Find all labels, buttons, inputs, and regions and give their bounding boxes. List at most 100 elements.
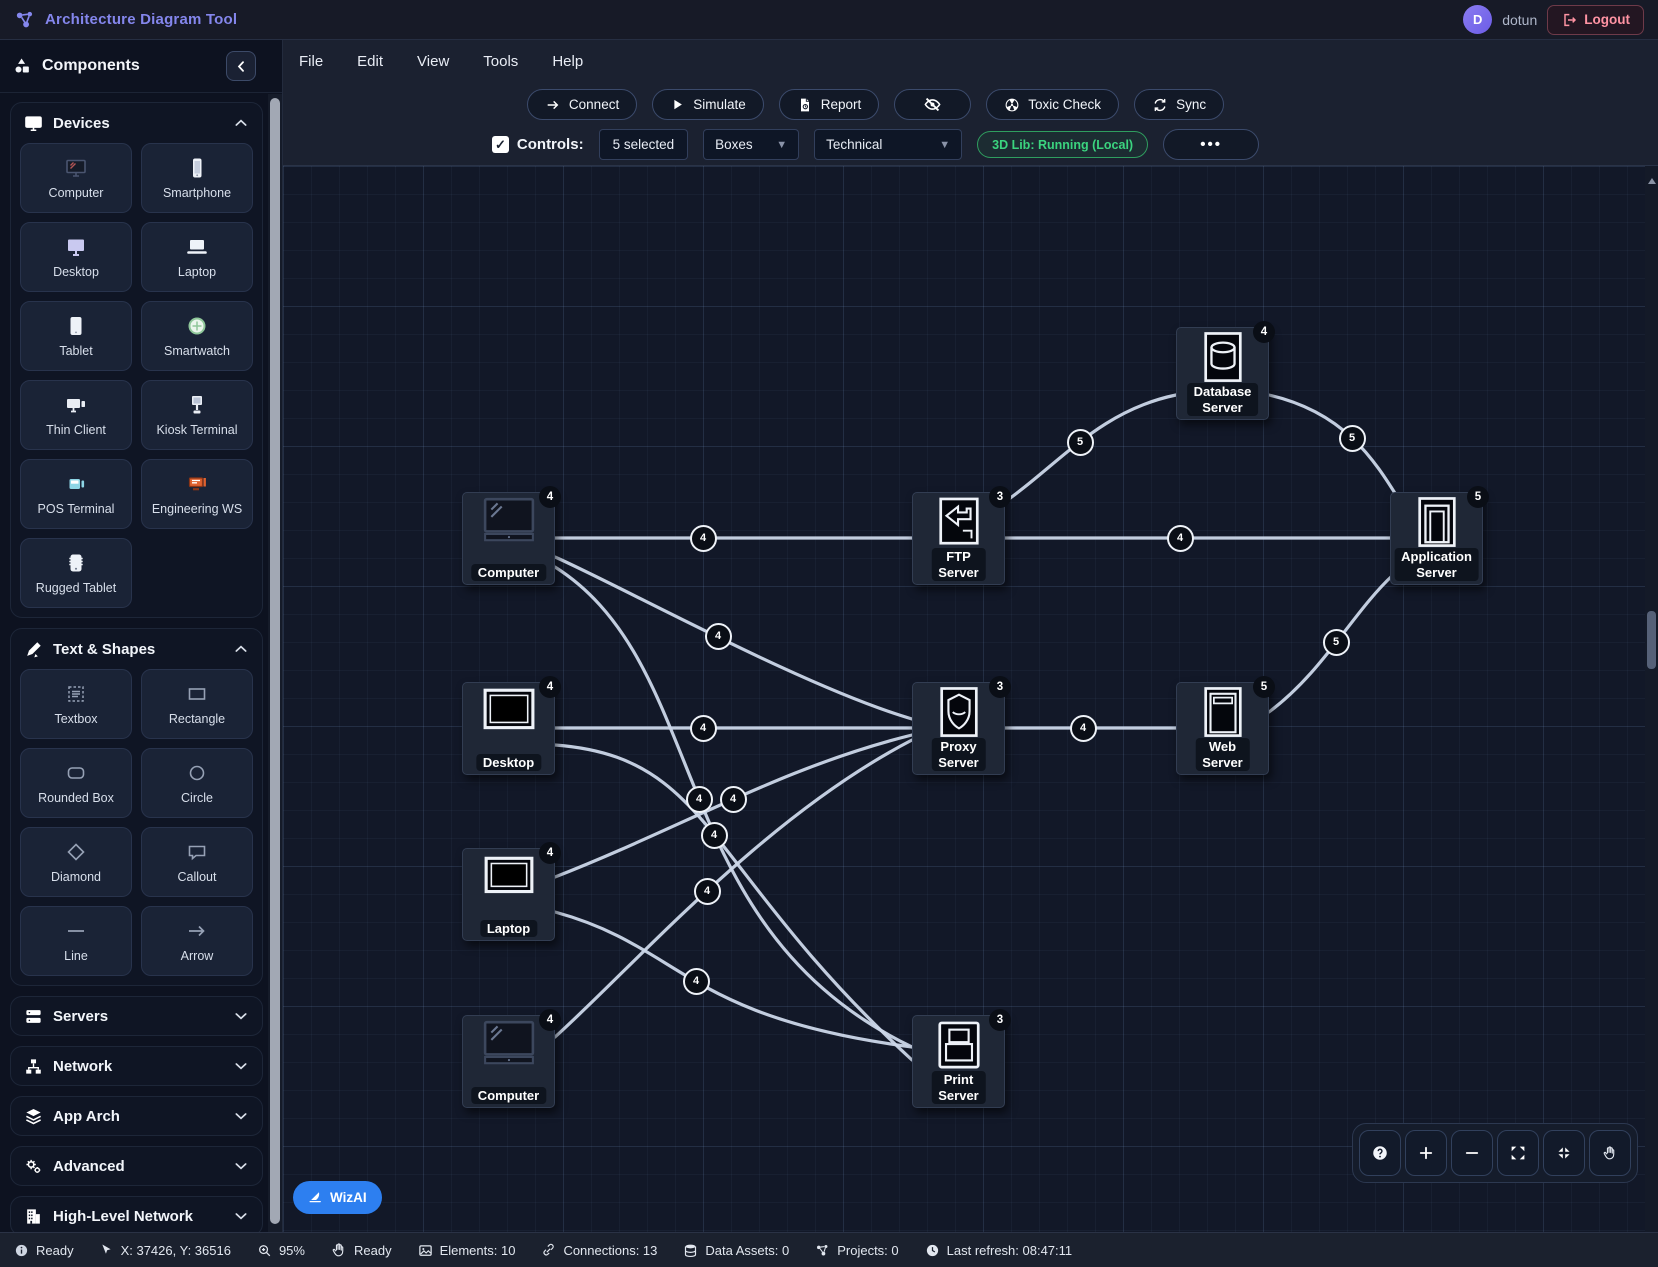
component-item-rectangle[interactable]: Rectangle [141,669,253,739]
selected-count[interactable]: 5 selected [599,129,689,160]
canvas-scrollbar[interactable] [1645,166,1658,1232]
menu-item-view[interactable]: View [417,53,449,70]
diagram-canvas[interactable]: Computer4 FTP Server3 Database Server4Appl… [283,166,1658,1232]
section-header[interactable]: High-Level Network [11,1197,262,1232]
node-desktop[interactable]: Desktop4 [462,682,555,775]
sync-button[interactable]: Sync [1134,89,1224,120]
edge-badge-desktop-to-print-server[interactable]: 4 [701,822,728,849]
component-item-rugged-tablet[interactable]: Rugged Tablet [20,538,132,608]
controls-checkbox[interactable]: ✓ [492,136,509,153]
component-item-label: Kiosk Terminal [156,423,237,437]
menu-item-help[interactable]: Help [552,53,583,70]
component-item-smartwatch[interactable]: Smartwatch [141,301,253,371]
node-database-server[interactable]: Database Server4 [1176,327,1269,420]
node-laptop[interactable]: Laptop4 [462,848,555,941]
node-ftp-icon [934,496,984,550]
component-item-line[interactable]: Line [20,906,132,976]
node-application-server[interactable]: Application Server5 [1390,492,1483,585]
help-button[interactable] [1359,1130,1401,1176]
chevron-down-icon [233,1208,249,1224]
component-item-circle[interactable]: Circle [141,748,253,818]
edge-badge-web-server-to-application-server[interactable]: 5 [1323,629,1350,656]
component-item-pos-terminal[interactable]: POS Terminal [20,459,132,529]
edge-laptop-to-print-server[interactable] [555,912,912,1047]
connect-button[interactable]: Connect [527,89,637,120]
link-icon [541,1243,556,1258]
component-item-label: Thin Client [46,423,106,437]
section-header[interactable]: Advanced [11,1147,262,1185]
eye-off-icon [923,95,942,114]
logout-button[interactable]: Logout [1547,5,1644,35]
component-item-arrow[interactable]: Arrow [141,906,253,976]
sidebar-scrollbar[interactable] [268,94,282,1232]
edge-computer-2-to-proxy-server[interactable] [555,740,912,1037]
edge-badge-desktop-to-proxy-server[interactable]: 4 [690,715,717,742]
component-item-computer[interactable]: Computer [20,143,132,213]
edge-badge-computer-2-to-proxy-server[interactable]: 4 [694,878,721,905]
edge-badge-ftp-server-to-application-server[interactable]: 4 [1167,525,1194,552]
component-item-desktop[interactable]: Desktop [20,222,132,292]
eye-off-button[interactable] [894,89,971,120]
edge-badge-computer-1-to-print-server[interactable]: 4 [686,786,713,813]
edge-database-server-to-application-server[interactable] [1269,395,1401,503]
component-item-label: Laptop [178,265,216,279]
app-title: Architecture Diagram Tool [45,11,237,28]
boxes-dropdown[interactable]: Boxes ▼ [703,129,799,160]
edge-badge-computer-1-to-ftp-server[interactable]: 4 [690,525,717,552]
component-item-kiosk-terminal[interactable]: Kiosk Terminal [141,380,253,450]
boxes-dropdown-value: Boxes [715,137,753,152]
more-options-button[interactable]: ••• [1163,129,1259,160]
node-ftp-server[interactable]: FTP Server3 [912,492,1005,585]
edge-computer-1-to-proxy-server[interactable] [555,557,912,719]
report-button[interactable]: Report [779,89,880,120]
edge-badge-proxy-server-to-web-server[interactable]: 4 [1070,715,1097,742]
menu-item-edit[interactable]: Edit [357,53,383,70]
component-item-thin-client[interactable]: Thin Client [20,380,132,450]
component-item-label: Rugged Tablet [36,581,116,595]
section-header[interactable]: App Arch [11,1097,262,1135]
plus-button[interactable] [1405,1130,1447,1176]
component-item-rounded-box[interactable]: Rounded Box [20,748,132,818]
avatar[interactable]: D [1463,5,1492,34]
section-header[interactable]: Text & Shapes [11,629,262,669]
report-icon [797,97,813,113]
edge-badge-ftp-server-to-database-server[interactable]: 5 [1067,429,1094,456]
minus-button[interactable] [1451,1130,1493,1176]
status-item-label: Ready [36,1243,74,1258]
component-item-tablet[interactable]: Tablet [20,301,132,371]
collapse-button[interactable] [1543,1130,1585,1176]
canvas-scrollbar-thumb[interactable] [1647,611,1656,669]
edge-badge-database-server-to-application-server[interactable]: 5 [1339,425,1366,452]
edge-badge-computer-1-to-proxy-server[interactable]: 4 [705,623,732,650]
section-header[interactable]: Devices [11,103,262,143]
component-item-laptop[interactable]: Laptop [141,222,253,292]
toxic-check-button[interactable]: Toxic Check [986,89,1119,120]
node-proxy-server[interactable]: Proxy Server3 [912,682,1005,775]
component-item-engineering-ws[interactable]: Engineering WS [141,459,253,529]
sidebar-collapse-button[interactable] [226,51,256,81]
node-web-server[interactable]: Web Server5 [1176,682,1269,775]
chevron-down-icon [233,1108,249,1124]
node-print-server[interactable]: Print Server3 [912,1015,1005,1108]
wizai-button[interactable]: WizAI [293,1181,382,1214]
component-item-smartphone[interactable]: Smartphone [141,143,253,213]
menu-item-file[interactable]: File [299,53,323,70]
simulate-button[interactable]: Simulate [652,89,764,120]
node-computer-1[interactable]: Computer4 [462,492,555,585]
sidebar-scrollbar-thumb[interactable] [270,98,280,1224]
section-label: Text & Shapes [53,641,223,658]
section-header[interactable]: Network [11,1047,262,1085]
menu-item-tools[interactable]: Tools [483,53,518,70]
component-item-callout[interactable]: Callout [141,827,253,897]
component-item-textbox[interactable]: Textbox [20,669,132,739]
hand-button[interactable] [1589,1130,1631,1176]
scroll-up-arrow-icon[interactable] [1648,178,1656,184]
component-item-diamond[interactable]: Diamond [20,827,132,897]
expand-button[interactable] [1497,1130,1539,1176]
node-computer-2[interactable]: Computer4 [462,1015,555,1108]
edge-badge-laptop-to-proxy-server[interactable]: 4 [720,786,747,813]
section-header[interactable]: Servers [11,997,262,1035]
edge-badge-laptop-to-print-server[interactable]: 4 [683,968,710,995]
style-dropdown[interactable]: Technical ▼ [814,129,962,160]
sidebar-title: Components [42,57,216,75]
